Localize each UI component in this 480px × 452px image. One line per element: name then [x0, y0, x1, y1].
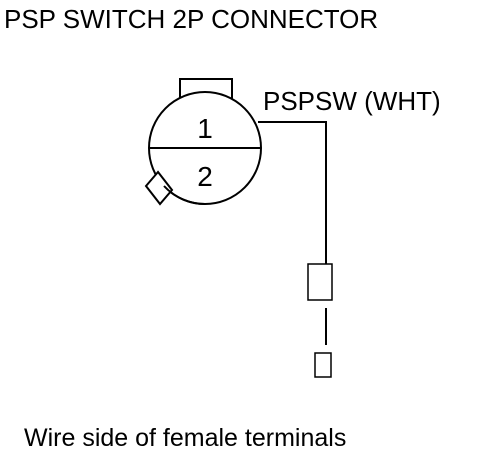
housing-edge: [163, 185, 206, 205]
pin-1-label: 1: [197, 113, 213, 144]
diagram-caption: Wire side of female terminals: [24, 424, 346, 452]
terminal-box: [307, 263, 333, 301]
wire-label: PSPSW (WHT): [263, 86, 441, 116]
diagram-title: PSP SWITCH 2P CONNECTOR: [4, 4, 378, 34]
connector-2p: 1 2: [144, 78, 262, 206]
connector-key-notch: [144, 170, 174, 206]
wire-pspsw: PSPSW (WHT): [258, 86, 441, 378]
terminal-end: [314, 352, 332, 378]
wire-line-upper: [258, 121, 327, 252]
pin-2-label: 2: [197, 161, 213, 192]
